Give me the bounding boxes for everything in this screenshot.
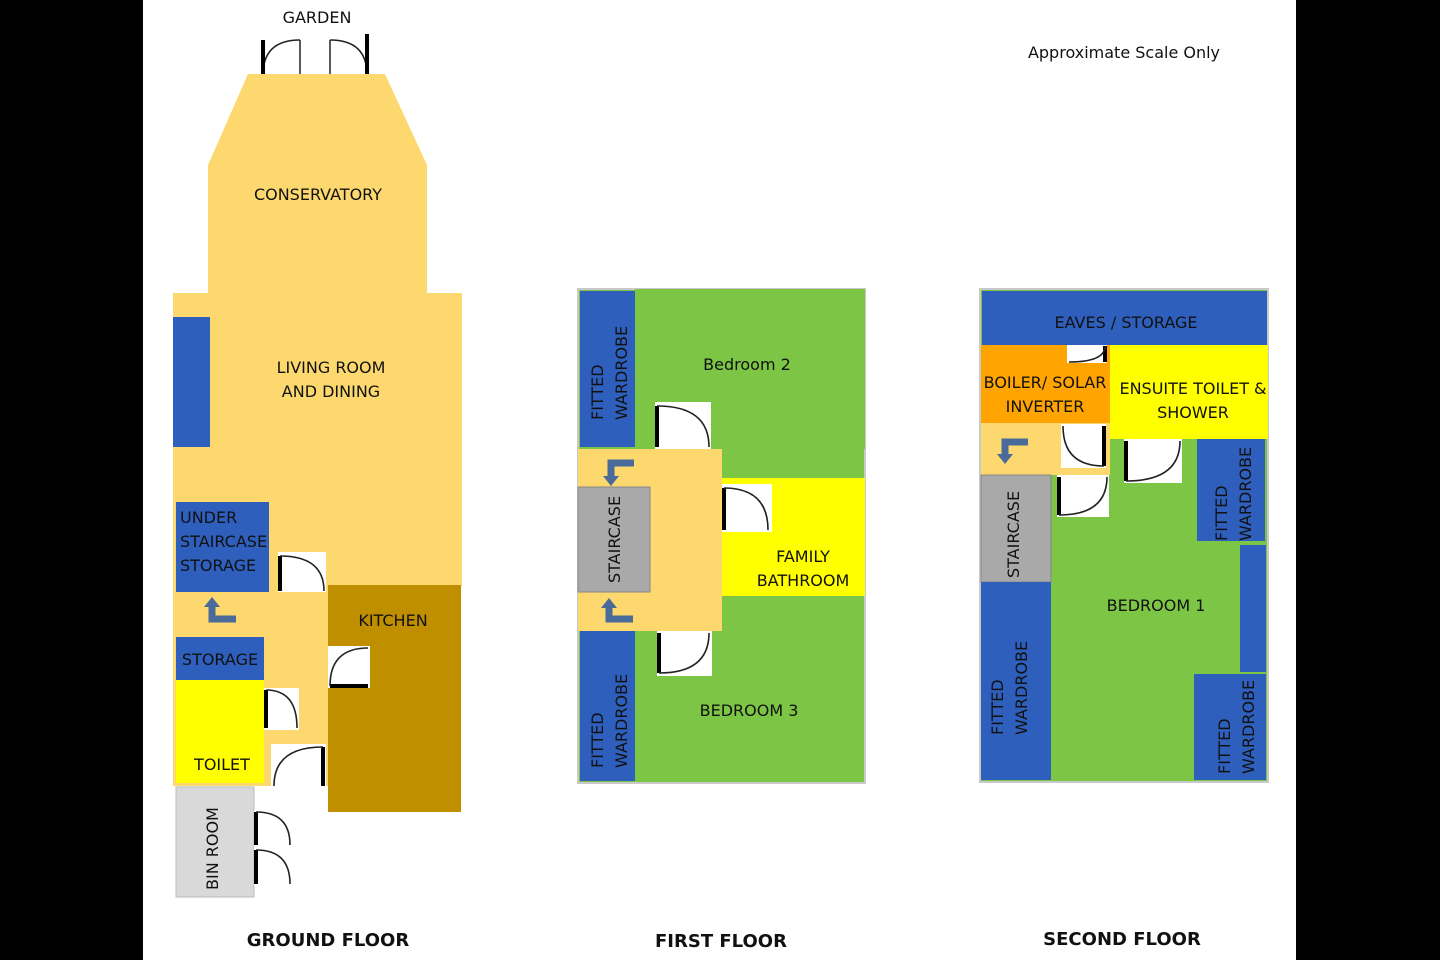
fitted-wardrobe-right-middle [1240, 545, 1266, 672]
eaves-storage [982, 291, 1267, 345]
garden-door [261, 34, 369, 76]
door-bin-room [254, 810, 292, 886]
wardrobe-right-upper-line1: FITTED [1212, 485, 1231, 541]
under-stair-label-line2: STAIRCASE [180, 532, 267, 551]
toilet [176, 680, 264, 783]
door-under-stair [278, 552, 326, 592]
fitted-wardrobe-lower [580, 631, 635, 781]
second-staircase-label: STAIRCASE [1004, 491, 1023, 578]
wardrobe-lower-line1: FITTED [588, 712, 607, 768]
door-bedroom-3 [657, 631, 712, 676]
living-label-line2: AND DINING [282, 382, 380, 401]
conservatory [208, 74, 427, 293]
door-boiler [1067, 345, 1107, 363]
fitted-wardrobe-upper [580, 291, 635, 447]
fitted-wardrobe-right-lower [1194, 674, 1266, 780]
wardrobe-left-line1: FITTED [988, 679, 1007, 735]
door-kitchen [328, 646, 370, 688]
wardrobe-upper-line1: FITTED [588, 364, 607, 420]
fitted-wardrobe-left [981, 582, 1051, 780]
ensuite-label-line2: SHOWER [1157, 403, 1229, 422]
first-stair-arrow-top-icon [607, 459, 634, 478]
wardrobe-lower-line2: WARDROBE [612, 674, 631, 768]
second-stair-arrow-icon [1001, 438, 1028, 456]
living-storage [173, 317, 210, 447]
first-floor-title: FIRST FLOOR [655, 931, 787, 952]
ensuite-label-line1: ENSUITE TOILET & [1119, 379, 1266, 398]
wardrobe-upper-line2: WARDROBE [612, 326, 631, 420]
scale-note: Approximate Scale Only [1028, 43, 1220, 62]
ground-floor: GARDEN CONSERVATORY LIVING ROOM AND DINI… [173, 8, 462, 951]
door-toilet-upper [264, 688, 299, 730]
stair-arrow-head-icon [204, 597, 220, 607]
wardrobe-right-lower-line2: WARDROBE [1239, 680, 1258, 774]
boiler-label-line2: INVERTER [1006, 397, 1085, 416]
second-floor: EAVES / STORAGE BOILER/ SOLAR INVERTER E… [979, 288, 1269, 950]
door-family-bathroom [722, 484, 772, 532]
kitchen-label: KITCHEN [358, 611, 427, 630]
second-stair-arrow-head-icon [997, 454, 1013, 464]
bathroom-label-line1: FAMILY [776, 547, 830, 566]
toilet-label: TOILET [193, 755, 250, 774]
first-stair-arrow-bottom-head-icon [601, 598, 617, 608]
door-bedroom-1 [1057, 475, 1109, 517]
first-stair-arrow-top-head-icon [603, 476, 619, 486]
wardrobe-right-upper-line2: WARDROBE [1236, 447, 1255, 541]
boiler-label-line1: BOILER/ SOLAR [984, 373, 1107, 392]
first-floor: Bedroom 2 FITTED WARDROBE STAIRCASE FAMI… [577, 288, 866, 952]
stair-arrow-icon [208, 605, 236, 623]
bathroom-label-line2: BATHROOM [757, 571, 850, 590]
door-toilet-lower [271, 744, 326, 787]
bedroom-2-label: Bedroom 2 [703, 355, 791, 374]
conservatory-label: CONSERVATORY [254, 185, 382, 204]
eaves-label: EAVES / STORAGE [1055, 313, 1198, 332]
door-landing-boiler [1061, 424, 1106, 468]
second-floor-title: SECOND FLOOR [1043, 929, 1201, 950]
bedroom-1-label: BEDROOM 1 [1107, 596, 1206, 615]
bin-room-label: BIN ROOM [203, 807, 222, 890]
fitted-wardrobe-right-upper [1197, 439, 1265, 541]
wardrobe-right-lower-line1: FITTED [1215, 718, 1234, 774]
bedroom-3-label: BEDROOM 3 [700, 701, 799, 720]
second-floor-staircase [980, 474, 1052, 583]
first-stair-arrow-bottom-icon [605, 606, 633, 623]
door-bedroom-2 [655, 402, 711, 449]
under-stair-label-line3: STORAGE [180, 556, 256, 575]
storage-label: STORAGE [182, 650, 258, 669]
under-staircase-storage [176, 502, 269, 592]
garden-label: GARDEN [283, 8, 352, 27]
bin-room [175, 786, 255, 898]
kitchen [328, 585, 461, 812]
under-stair-label-line1: UNDER [180, 508, 237, 527]
ensuite-toilet-shower [1110, 345, 1268, 439]
living-label-line1: LIVING ROOM [277, 358, 386, 377]
door-ensuite [1124, 439, 1182, 483]
ground-floor-title: GROUND FLOOR [247, 930, 410, 951]
first-floor-staircase [577, 486, 651, 593]
storage [176, 637, 264, 680]
first-staircase-label: STAIRCASE [605, 496, 624, 583]
wardrobe-left-line2: WARDROBE [1012, 641, 1031, 735]
